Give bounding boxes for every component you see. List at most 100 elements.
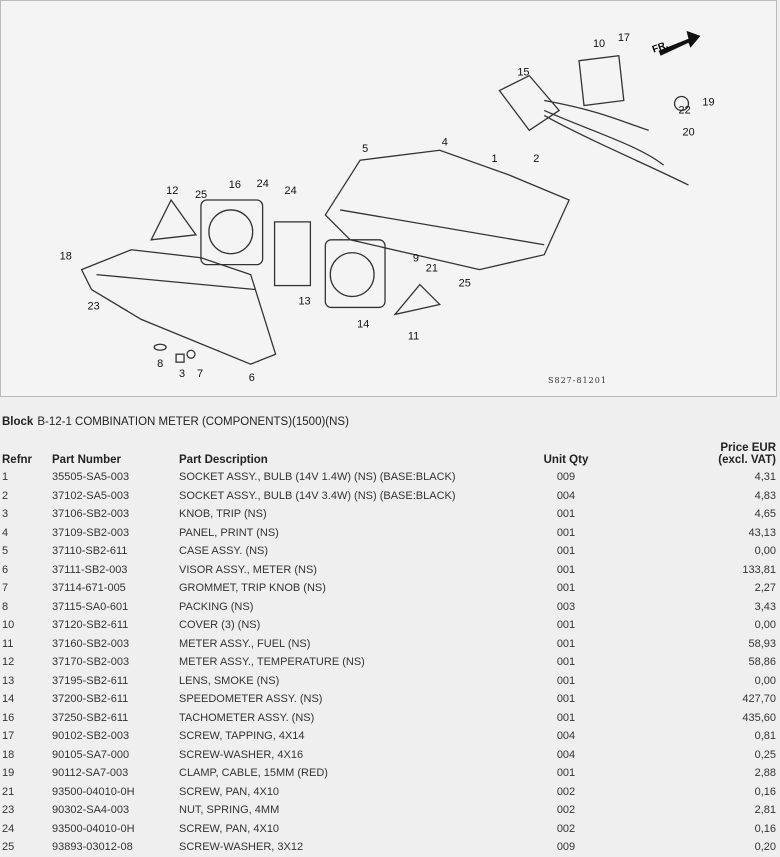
cell-part-number: 37160-SB2-003 [52, 637, 130, 650]
cell-price: 0,00 [754, 619, 776, 632]
cell-description: SCREW, PAN, 4X10 [179, 822, 280, 835]
cell-qty: 001 [556, 711, 576, 724]
diagram-code: S827-81201 [548, 376, 607, 385]
cell-price: 0,00 [754, 545, 776, 558]
cell-price: 3,43 [754, 600, 776, 613]
cell-part-number: 37114-671-005 [52, 582, 126, 595]
cell-part-number: 90105-SA7-000 [52, 748, 130, 761]
callout-label: 17 [618, 32, 630, 44]
callout-label: 14 [357, 318, 369, 330]
header-price: Price EUR(excl. VAT) [596, 432, 778, 468]
cell-part-number: 90102-SB2-003 [52, 730, 130, 743]
cell-refnr: 11 [2, 637, 14, 650]
cell-part-number: 93500-04010-0H [52, 822, 135, 835]
cell-price: 427,70 [742, 693, 776, 706]
cell-refnr: 18 [2, 748, 15, 761]
cell-part-number: 37102-SA5-003 [52, 489, 130, 502]
cell-refnr: 17 [2, 730, 15, 743]
cell-qty: 009 [556, 841, 576, 854]
cell-price: 2,88 [754, 767, 776, 780]
callout-label: 13 [298, 295, 310, 307]
cell-description: SPEEDOMETER ASSY. (NS) [179, 693, 323, 706]
direction-label: FR. [651, 40, 670, 56]
cell-part-number: 37110-SB2-611 [52, 545, 128, 558]
block-label: Block [2, 416, 34, 428]
header-qty: Unit Qty [543, 454, 589, 466]
callout-label: 20 [683, 126, 695, 138]
cell-price: 0,16 [754, 785, 776, 798]
callout-label: 24 [285, 185, 297, 197]
cell-description: VISOR ASSY., METER (NS) [179, 563, 317, 576]
cell-qty: 009 [556, 471, 576, 484]
cell-qty: 001 [556, 545, 576, 558]
callout-label: 9 [413, 253, 419, 265]
callout-label: 12 [166, 185, 178, 197]
cell-part-number: 35505-SA5-003 [52, 471, 130, 484]
callout-label: 2 [533, 153, 539, 165]
visor-shape [80, 249, 277, 365]
cell-qty: 001 [556, 508, 576, 521]
callout-label: 18 [60, 251, 72, 263]
cell-price: 2,81 [754, 804, 776, 817]
cell-price: 4,65 [754, 508, 776, 521]
cell-part-number: 90302-SA4-003 [52, 804, 130, 817]
callout-label: 1 [491, 153, 497, 165]
parts-table: Refnr Part Number Part Description Unit … [0, 432, 778, 857]
cell-refnr: 2 [2, 489, 9, 502]
table-row: 11 37160-SB2-003 METER ASSY., FUEL (NS) 001… [0, 635, 778, 654]
header-refnr: Refnr [2, 454, 33, 466]
cell-description: KNOB, TRIP (NS) [179, 508, 267, 521]
cell-price: 0,20 [754, 841, 776, 854]
callout-label: 25 [459, 278, 471, 290]
cell-part-number: 93500-04010-0H [52, 785, 135, 798]
cell-price: 133,81 [742, 563, 776, 576]
cell-part-number: 37120-SB2-611 [52, 619, 129, 632]
callout-label: 5 [362, 143, 368, 155]
cell-refnr: 7 [2, 582, 9, 595]
cell-description: LENS, SMOKE (NS) [179, 674, 280, 687]
cell-description: SCREW, TAPPING, 4X14 [179, 730, 305, 743]
cell-qty: 002 [556, 822, 576, 835]
cell-price: 2,27 [754, 582, 776, 595]
cell-description: SCREW, PAN, 4X10 [179, 785, 280, 798]
cell-refnr: 19 [2, 767, 15, 780]
cell-qty: 001 [556, 637, 576, 650]
callout-label: 23 [88, 300, 100, 312]
cell-refnr: 6 [2, 563, 9, 576]
cell-refnr: 3 [2, 508, 9, 521]
cell-qty: 003 [556, 600, 576, 613]
cell-qty: 001 [556, 674, 576, 687]
header-part-number: Part Number [52, 454, 122, 466]
cell-description: CASE ASSY. (NS) [179, 545, 269, 558]
callout-label: 21 [426, 263, 438, 275]
cell-description: METER ASSY., FUEL (NS) [179, 637, 311, 650]
cell-part-number: 37109-SB2-003 [52, 526, 130, 539]
cell-refnr: 21 [2, 785, 15, 798]
cell-qty: 002 [556, 804, 576, 817]
cell-qty: 004 [556, 748, 576, 761]
callout-label: 25 [195, 189, 207, 201]
cell-description: PACKING (NS) [179, 600, 254, 613]
callout-label: 3 [179, 368, 185, 380]
callout-label: 8 [157, 358, 163, 370]
cell-refnr: 4 [2, 526, 9, 539]
cell-description: GROMMET, TRIP KNOB (NS) [179, 582, 326, 595]
cell-description: TACHOMETER ASSY. (NS) [179, 711, 315, 724]
cell-qty: 001 [556, 656, 576, 669]
cell-refnr: 1 [2, 471, 9, 484]
cell-refnr: 14 [2, 693, 15, 706]
cell-refnr: 25 [2, 841, 15, 854]
cell-refnr: 13 [2, 674, 15, 687]
cell-refnr: 16 [2, 711, 15, 724]
